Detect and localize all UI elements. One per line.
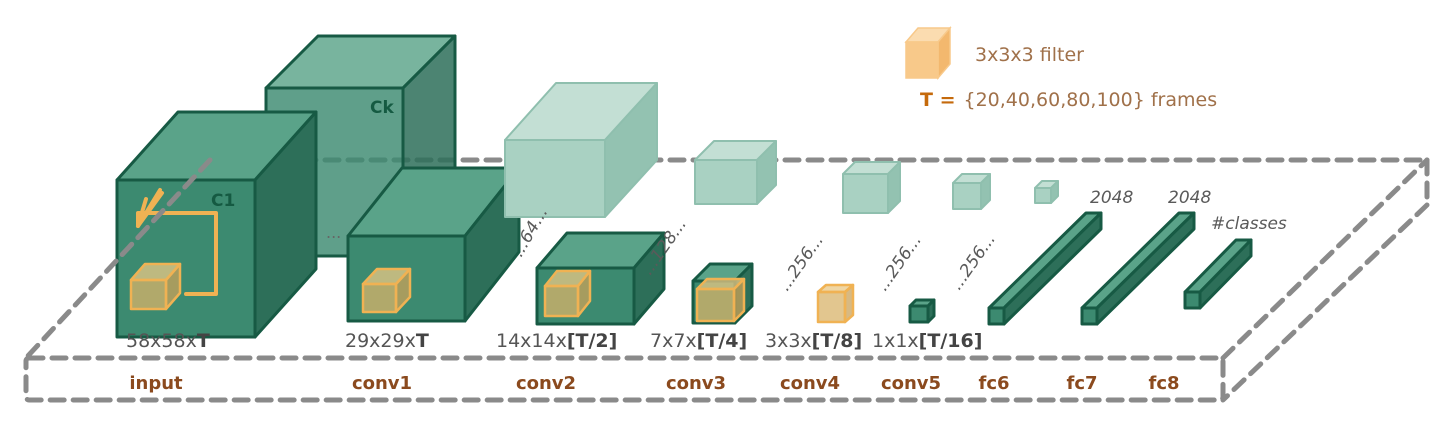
volume-conv3-light — [694, 140, 777, 205]
volume-conv5-light — [952, 173, 991, 210]
classes-label: #classes — [1211, 214, 1287, 234]
filter-cube-conv1 — [361, 267, 412, 314]
volume-input — [115, 110, 318, 339]
layer-label-conv2: conv2 — [516, 373, 576, 394]
layer-label-input: input — [129, 373, 183, 394]
fc8-units-label: 2048 — [1168, 188, 1211, 208]
filter-cube-conv3 — [695, 277, 746, 323]
ck-label: Ck — [370, 98, 394, 118]
dims-conv3: 7x7x[T/4] — [650, 330, 747, 352]
filter-cube-icon — [904, 25, 952, 81]
fc7-bar — [1080, 211, 1196, 326]
dims-conv5: 1x1x[T/16] — [872, 330, 982, 352]
direction-arrow-diagonal-icon — [136, 188, 162, 228]
layer-label-fc6: fc6 — [978, 373, 1009, 394]
layer-label-conv3: conv3 — [666, 373, 726, 394]
dims-input: 58x58xT — [126, 330, 210, 352]
legend-t-values: T ={20,40,60,80,100} frames — [920, 89, 1217, 111]
channels-fc6: ... 256 ... — [947, 230, 1000, 294]
volume-conv2-light — [504, 82, 658, 218]
ellipsis-c1-ck: ... — [326, 223, 341, 242]
layer-label-conv1: conv1 — [352, 373, 412, 394]
dims-conv4: 3x3x[T/8] — [765, 330, 862, 352]
volume-conv5 — [908, 298, 936, 324]
filter-cube-conv2 — [543, 269, 592, 318]
c1-label: C1 — [211, 191, 235, 211]
dims-conv1: 29x29xT — [345, 330, 429, 352]
layer-label-conv5: conv5 — [881, 373, 941, 394]
channels-conv4: ... 256 ... — [775, 231, 828, 295]
direction-arrow-icon — [136, 211, 218, 296]
fc7-units-label: 2048 — [1090, 188, 1133, 208]
filter-cube-conv4 — [816, 283, 855, 324]
fc6-bar — [987, 211, 1103, 326]
layer-label-conv4: conv4 — [780, 373, 840, 394]
dims-conv2: 14x14x[T/2] — [496, 330, 617, 352]
volume-fc6-light — [1034, 180, 1059, 204]
channels-conv5: ... 256 ... — [873, 231, 926, 295]
dashed-slab-back — [207, 157, 1430, 403]
volume-conv4-light — [842, 161, 901, 214]
legend-filter-label: 3x3x3 filter — [975, 44, 1084, 66]
layer-label-fc7: fc7 — [1066, 373, 1097, 394]
dashed-slab-front — [23, 157, 1430, 403]
fc8-bar — [1183, 238, 1253, 310]
layer-label-fc8: fc8 — [1148, 373, 1179, 394]
filter-cube-input — [129, 262, 182, 311]
